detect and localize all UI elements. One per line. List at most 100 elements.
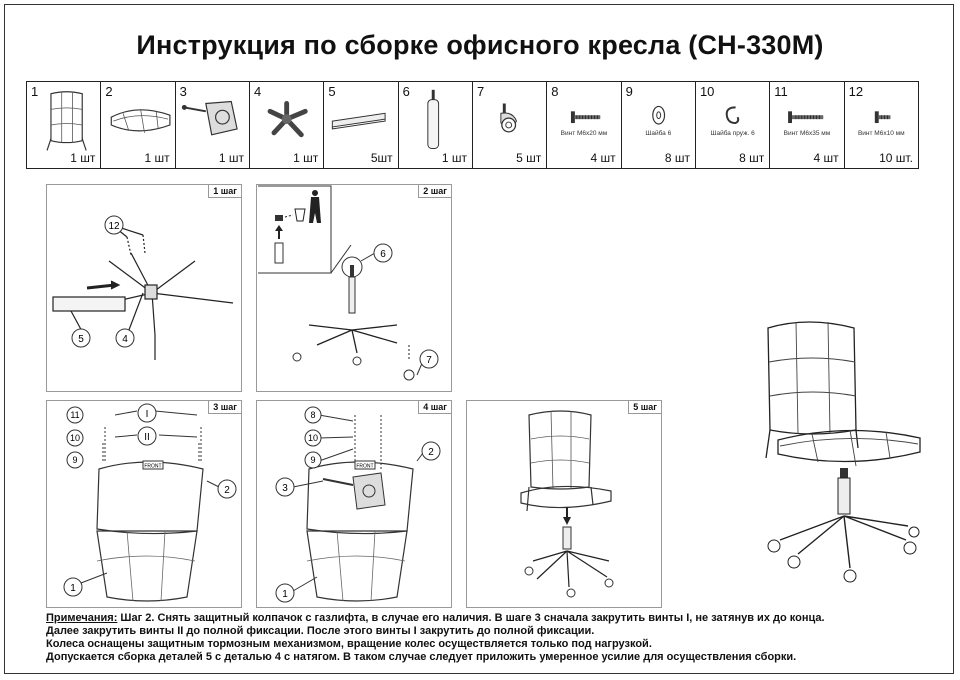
- step-4-panel: FRONT 8 10 9 2 3 1 4 шаг: [256, 400, 452, 608]
- front-label: FRONT: [356, 464, 373, 470]
- step-3-panel: FRONT 11 10 9 I II 2 1 3 шаг: [46, 400, 242, 608]
- mechanism-icon: [181, 100, 238, 136]
- part-number: 2: [105, 84, 113, 99]
- callout-label: 11: [70, 410, 79, 420]
- part-quantity: 8 шт: [739, 151, 765, 165]
- step-4-diagram: FRONT 8 10 9 2 3 1: [275, 406, 441, 603]
- part-6: 6 1 шт: [399, 82, 473, 168]
- caster-icon: [500, 103, 518, 133]
- part-quantity: 1 шт: [144, 151, 170, 165]
- trash-icon: [294, 190, 321, 223]
- step-label: 3 шаг: [208, 401, 241, 414]
- notes-line: Допускается сборка деталей 5 с деталью 4…: [46, 651, 797, 663]
- part-quantity: 8 шт: [664, 151, 690, 165]
- part-quantity: 1 шт: [293, 151, 319, 165]
- part-5: 5 5шт: [324, 82, 399, 168]
- part-number: 1: [31, 84, 39, 99]
- step-5-diagram: [520, 410, 614, 598]
- part-quantity: 1 шт: [70, 151, 96, 165]
- step-3-diagram: FRONT 11 10 9 I II 2 1: [63, 403, 237, 602]
- part-number: 8: [551, 84, 559, 99]
- notes-line: Примечания: Шаг 2. Снять защитный колпач…: [46, 612, 926, 625]
- part-caption: Винт M6x10 мм: [857, 130, 905, 137]
- parts-list: 1 1 шт 2 1 шт 3 1 шт 4 1 шт 5: [26, 81, 919, 169]
- part-11: 11 Винт M6x35 мм 4 шт: [770, 82, 845, 168]
- part-quantity: 5шт: [370, 151, 393, 165]
- callout-label: 4: [122, 334, 128, 345]
- callout-label: 1: [70, 583, 76, 594]
- part-number: 4: [253, 84, 262, 99]
- step-1-panel: 12 5 4 1 шаг: [46, 184, 242, 392]
- step-label: 1 шаг: [208, 185, 241, 198]
- notes-heading: Примечания:: [46, 612, 118, 624]
- part-quantity: 4 шт: [590, 151, 616, 165]
- part-quantity: 1 шт: [441, 151, 467, 165]
- part-caption: Шайба 6: [645, 130, 672, 137]
- callout-label: II: [144, 432, 150, 443]
- callout-7: [419, 349, 439, 369]
- callout-5: [71, 328, 91, 348]
- seat-icon: [111, 109, 171, 133]
- screw-icon: [874, 111, 891, 124]
- step-2-diagram: 6 7: [258, 185, 439, 381]
- assembled-chair-illustration: [765, 321, 921, 583]
- backrest-icon: [46, 91, 87, 151]
- callout-label: 10: [308, 433, 318, 443]
- step-label: 4 шаг: [418, 401, 451, 414]
- part-number: 10: [699, 84, 715, 99]
- front-label: FRONT: [144, 464, 161, 470]
- callout-label: 9: [72, 455, 77, 465]
- part-quantity: 5 шт: [516, 151, 542, 165]
- part-1: 1 1 шт: [27, 82, 102, 168]
- callout-12: [104, 215, 124, 235]
- step-2-panel: 6 7 2 шаг: [256, 184, 452, 392]
- assembly-notes: Примечания: Шаг 2. Снять защитный колпач…: [46, 612, 926, 664]
- part-number: 11: [774, 84, 788, 99]
- instruction-sheet: [4, 4, 954, 674]
- callout-label: 10: [70, 433, 80, 443]
- spring-washer-icon: [725, 106, 740, 125]
- step-1-diagram: 12 5 4: [52, 215, 234, 360]
- part-12: 12 Винт M6x10 мм 10 шт.: [845, 82, 918, 168]
- part-10: 10 Шайба пруж. 6 8 шт: [696, 82, 771, 168]
- part-number: 9: [625, 84, 633, 99]
- callout-label: 3: [282, 483, 288, 494]
- part-caption: Винт M6x35 мм: [783, 130, 831, 137]
- part-7: 7 5 шт: [473, 82, 548, 168]
- part-caption: Шайба пруж. 6: [710, 130, 755, 137]
- callout-label: 7: [426, 355, 432, 366]
- step-5-panel: 5 шаг: [466, 400, 662, 608]
- notes-line: Колеса оснащены защитным тормозным механ…: [46, 638, 652, 650]
- part-3: 3 1 шт: [176, 82, 250, 168]
- part-quantity: 10 шт.: [879, 151, 913, 165]
- part-number: 7: [476, 84, 485, 99]
- notes-text: Шаг 2. Снять защитный колпачок с газлифт…: [117, 612, 825, 624]
- inset-frame: [258, 185, 332, 274]
- callout-6: [373, 243, 393, 263]
- callout-label: 5: [78, 334, 84, 345]
- part-number: 6: [402, 84, 410, 99]
- callout-label: 12: [108, 221, 120, 232]
- cap-icon: [275, 215, 283, 221]
- part-8: 8 Винт M6x20 мм 4 шт: [547, 82, 622, 168]
- callout-label: I: [146, 409, 149, 420]
- plate-icon: [332, 112, 386, 130]
- step-label: 2 шаг: [418, 185, 451, 198]
- part-4: 4 1 шт: [250, 82, 325, 168]
- part-9: 9 Шайба 6 8 шт: [622, 82, 696, 168]
- washer-icon: [651, 105, 665, 125]
- part-caption: Винт M6x20 мм: [560, 130, 608, 137]
- part-number: 3: [179, 84, 187, 99]
- screw-icon: [788, 111, 824, 124]
- callout-label: 8: [310, 410, 315, 420]
- callout-4: [115, 328, 135, 348]
- screw-icon: [571, 111, 601, 124]
- callout-label: 6: [380, 249, 386, 260]
- base-icon: [267, 101, 308, 138]
- part-number: 5: [328, 84, 336, 99]
- page-title: Инструкция по сборке офисного кресла (CH…: [136, 30, 824, 60]
- step-label: 5 шаг: [628, 401, 661, 414]
- callout-label: 2: [428, 447, 434, 458]
- part-number: 12: [848, 84, 864, 99]
- gas-lift-icon: [426, 89, 439, 149]
